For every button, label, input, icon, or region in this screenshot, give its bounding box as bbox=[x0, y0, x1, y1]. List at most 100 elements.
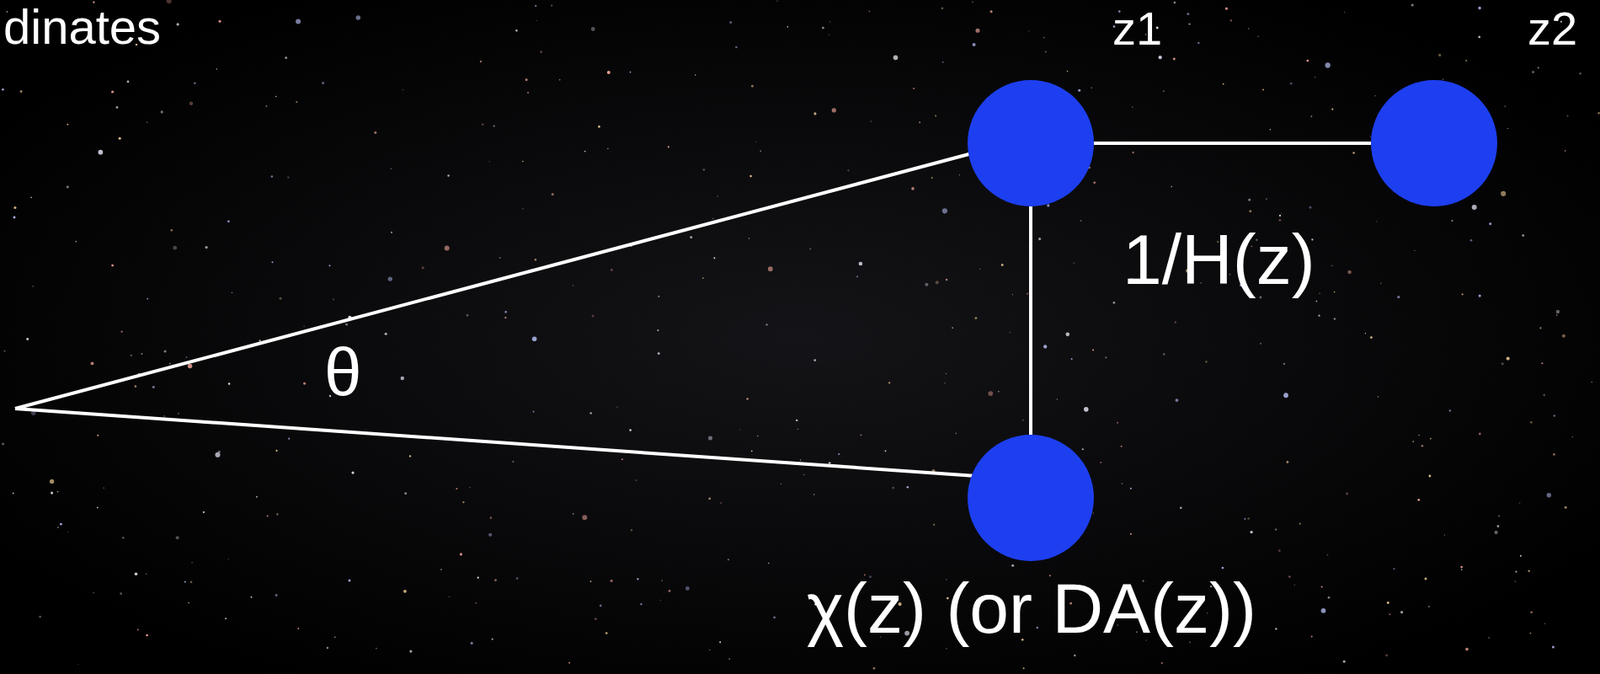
star bbox=[912, 87, 915, 90]
star bbox=[1317, 314, 1320, 316]
star bbox=[1470, 239, 1473, 242]
star bbox=[1465, 59, 1467, 62]
star bbox=[1316, 300, 1318, 303]
star bbox=[190, 580, 193, 583]
star bbox=[1046, 203, 1050, 207]
star bbox=[328, 264, 331, 267]
star bbox=[59, 522, 63, 526]
star bbox=[759, 149, 762, 152]
star bbox=[1099, 461, 1102, 464]
star bbox=[755, 141, 757, 143]
star bbox=[1546, 492, 1552, 498]
star bbox=[1388, 613, 1391, 615]
star bbox=[532, 336, 538, 342]
star bbox=[685, 586, 690, 591]
star bbox=[1465, 647, 1469, 651]
star bbox=[668, 589, 672, 592]
star bbox=[1186, 12, 1190, 16]
star bbox=[448, 595, 451, 598]
star bbox=[75, 240, 78, 243]
star bbox=[607, 70, 611, 75]
star bbox=[1, 88, 5, 91]
star bbox=[1065, 331, 1070, 336]
star bbox=[1269, 128, 1272, 131]
star bbox=[459, 552, 463, 555]
star bbox=[1248, 198, 1251, 202]
star bbox=[491, 638, 494, 640]
star bbox=[402, 89, 404, 91]
star bbox=[191, 561, 193, 564]
star bbox=[1397, 295, 1400, 299]
star bbox=[1514, 580, 1517, 582]
star bbox=[512, 460, 514, 463]
star bbox=[409, 650, 412, 653]
star bbox=[1327, 554, 1329, 556]
star bbox=[403, 589, 407, 593]
star bbox=[972, 42, 976, 47]
star bbox=[694, 74, 696, 75]
star bbox=[390, 168, 392, 170]
star bbox=[1552, 645, 1555, 648]
star bbox=[1283, 392, 1289, 398]
star bbox=[720, 501, 721, 503]
star bbox=[474, 602, 477, 604]
star bbox=[287, 176, 289, 179]
star bbox=[1130, 487, 1132, 490]
star bbox=[1497, 524, 1500, 528]
star bbox=[1328, 596, 1331, 599]
star bbox=[275, 449, 278, 452]
star bbox=[974, 316, 977, 320]
star bbox=[98, 149, 104, 155]
star bbox=[184, 581, 187, 583]
star bbox=[1352, 151, 1355, 154]
star bbox=[1392, 567, 1395, 570]
star bbox=[256, 496, 258, 498]
star bbox=[216, 68, 218, 70]
star bbox=[797, 428, 799, 430]
star bbox=[494, 578, 497, 582]
star bbox=[1539, 326, 1542, 329]
star bbox=[49, 479, 54, 484]
star bbox=[1461, 293, 1463, 295]
star bbox=[868, 10, 870, 13]
star bbox=[279, 297, 283, 300]
star bbox=[708, 497, 711, 501]
star bbox=[856, 275, 859, 278]
star bbox=[1318, 292, 1321, 294]
star bbox=[1028, 30, 1030, 32]
star bbox=[590, 580, 592, 582]
star bbox=[713, 256, 715, 259]
star bbox=[303, 325, 304, 326]
star bbox=[657, 295, 660, 298]
star bbox=[712, 218, 715, 220]
star bbox=[118, 137, 122, 140]
star bbox=[768, 266, 774, 272]
star bbox=[1056, 398, 1058, 400]
star bbox=[1418, 434, 1420, 437]
star bbox=[50, 491, 54, 495]
star bbox=[581, 514, 587, 520]
star bbox=[1477, 35, 1481, 38]
star bbox=[1493, 530, 1498, 534]
star bbox=[739, 428, 741, 430]
star bbox=[228, 558, 230, 560]
star bbox=[660, 599, 662, 601]
star bbox=[768, 562, 769, 564]
star bbox=[90, 361, 95, 365]
star bbox=[1001, 263, 1004, 267]
star bbox=[749, 175, 752, 178]
star bbox=[987, 390, 993, 396]
circle-label: χ(z) (or DA(z)) bbox=[806, 569, 1257, 647]
star bbox=[702, 277, 704, 279]
star bbox=[390, 231, 393, 234]
star bbox=[522, 160, 524, 163]
star bbox=[527, 91, 529, 94]
star bbox=[250, 596, 253, 598]
star bbox=[773, 616, 776, 619]
star bbox=[708, 435, 713, 440]
star bbox=[572, 284, 574, 286]
circle-label: z2 bbox=[1527, 2, 1578, 55]
star bbox=[1230, 19, 1232, 22]
star bbox=[1130, 533, 1132, 535]
